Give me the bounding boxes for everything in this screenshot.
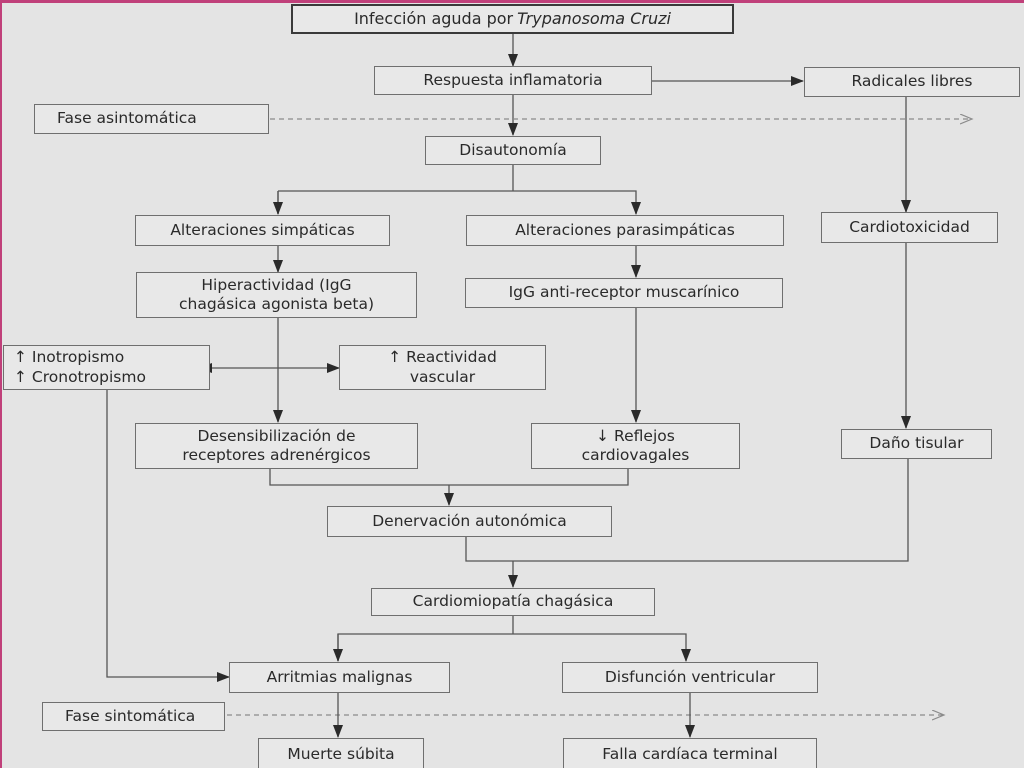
node-desensibilizacion: Desensibilización de receptores adrenérg…: [135, 423, 418, 469]
node-disautonomia: Disautonomía: [425, 136, 601, 165]
node-reflejos: ↓ Reflejos cardiovagales: [531, 423, 740, 469]
node-fase-asintomatica: Fase asintomática: [34, 104, 269, 134]
node-falla-cardiaca: Falla cardíaca terminal: [563, 738, 817, 768]
node-infeccion-text: Infección aguda por: [354, 9, 514, 28]
edge-inotropismo-arritmias: [106, 390, 230, 682]
frame-top-border: [0, 0, 1024, 3]
node-hiperactividad: Hiperactividad (IgG chagásica agonista b…: [136, 272, 417, 318]
edge-merge-denervacion: [269, 469, 629, 505]
node-igg-muscarinico: IgG anti-receptor muscarínico: [465, 278, 783, 308]
frame-left-border: [0, 0, 2, 768]
node-cardiomiopatia: Cardiomiopatía chagásica: [371, 588, 655, 616]
edge-cardiomiopatia-split: [337, 616, 686, 661]
node-arritmias: Arritmias malignas: [229, 662, 450, 693]
edge-merge-cardiomiopatia: [465, 459, 909, 587]
node-fase-sintomatica: Fase sintomática: [42, 702, 225, 731]
node-infeccion: Infección aguda por Trypanosoma Cruzi: [291, 4, 734, 34]
node-dano-tisular: Daño tisular: [841, 429, 992, 459]
node-inotropismo: ↑ Inotropismo ↑ Cronotropismo: [3, 345, 210, 390]
node-muerte-subita: Muerte súbita: [258, 738, 424, 768]
node-reactividad: ↑ Reactividad vascular: [339, 345, 546, 390]
edge-disautonomia-split: [277, 165, 636, 214]
node-radicales: Radicales libres: [804, 67, 1020, 97]
node-alteraciones-simpaticas: Alteraciones simpáticas: [135, 215, 390, 246]
node-respuesta: Respuesta inflamatoria: [374, 66, 652, 95]
node-cardiotoxicidad: Cardiotoxicidad: [821, 212, 998, 243]
node-disfuncion: Disfunción ventricular: [562, 662, 818, 693]
node-alteraciones-parasimpaticas: Alteraciones parasimpáticas: [466, 215, 784, 246]
node-infeccion-italic: Trypanosoma Cruzi: [517, 9, 671, 28]
node-denervacion: Denervación autonómica: [327, 506, 612, 537]
